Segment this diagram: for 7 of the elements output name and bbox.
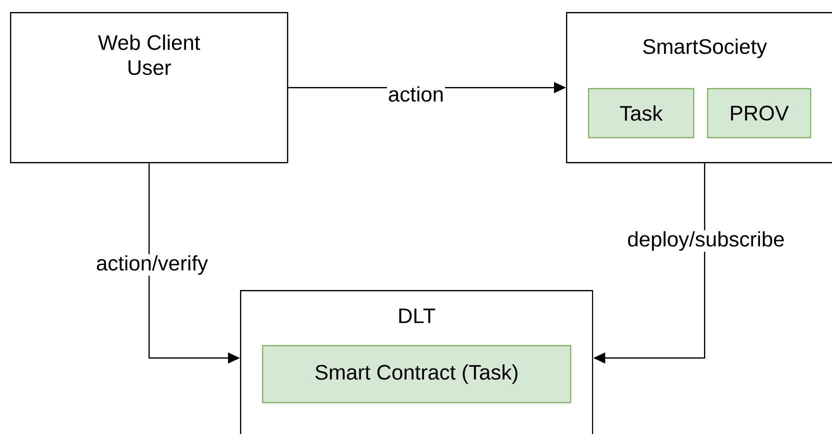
- component-box: Task: [588, 88, 694, 138]
- component-box: PROV: [707, 88, 812, 138]
- edge-label: action/verify: [94, 254, 210, 276]
- component-box: Smart Contract (Task): [262, 345, 572, 404]
- edge-label: action: [386, 85, 446, 103]
- edge-label: deploy/subscribe: [626, 230, 786, 252]
- system-box: Web Client User: [10, 12, 288, 164]
